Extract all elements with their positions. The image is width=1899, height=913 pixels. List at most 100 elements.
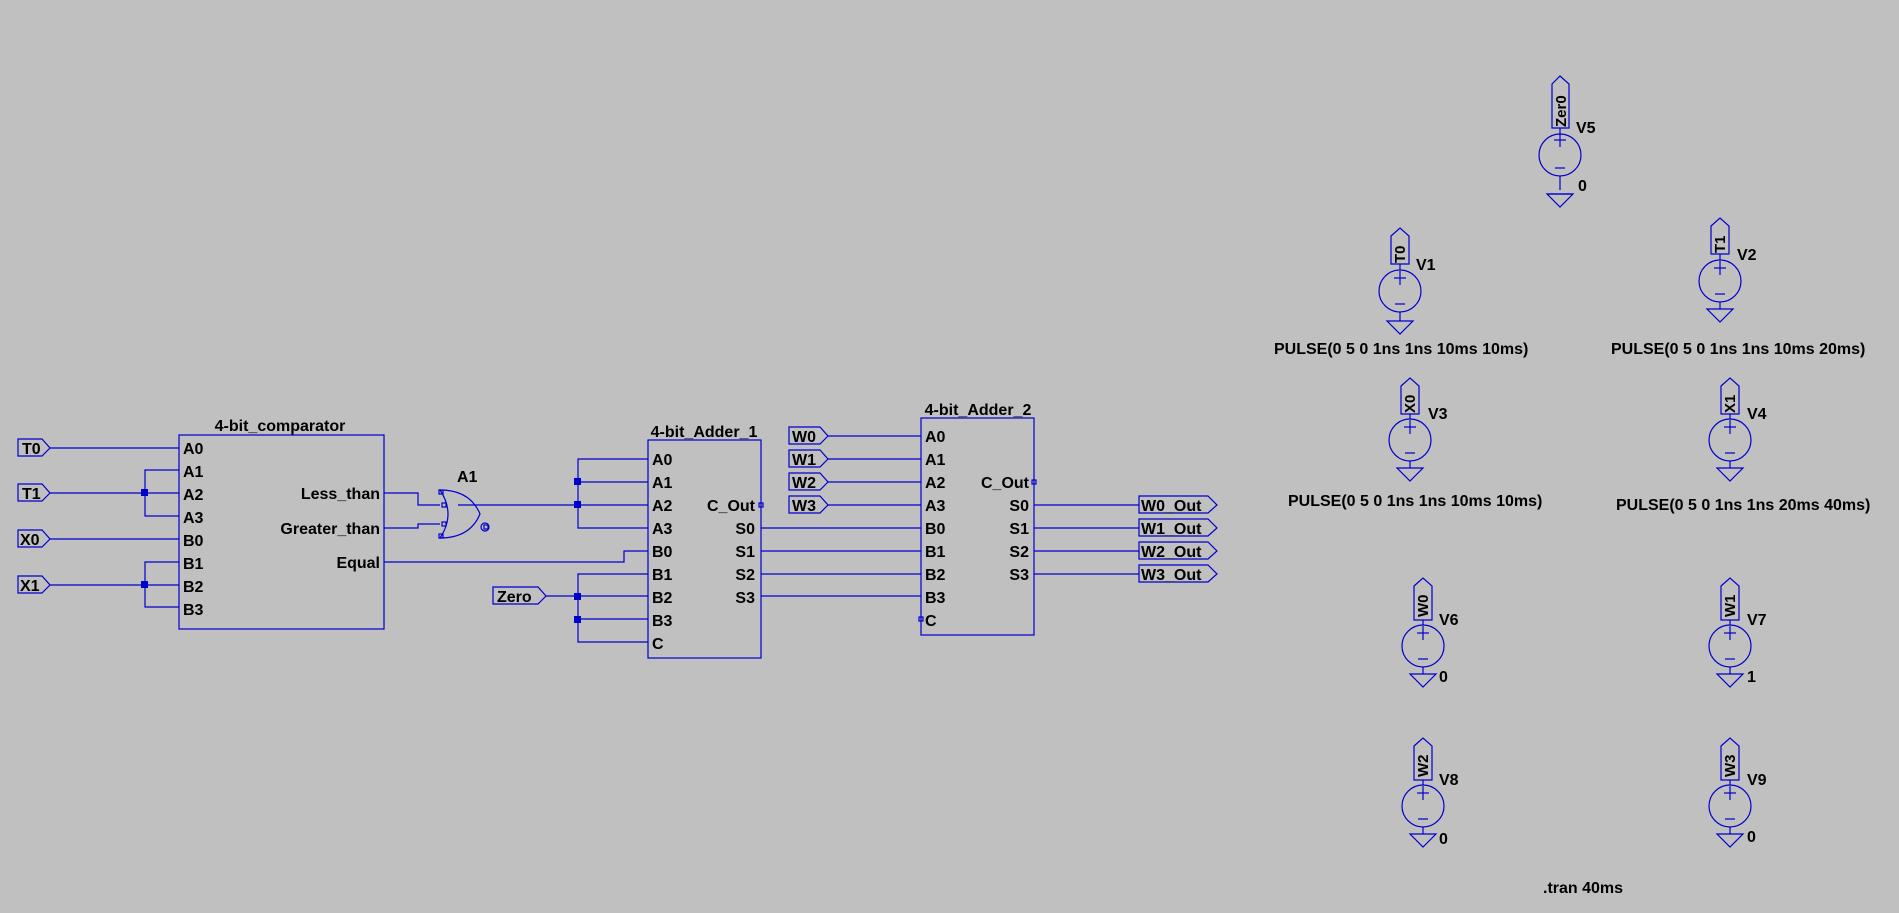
input-port-x1-label: X1 [20,578,40,595]
adder1-pin-s3: S3 [735,590,755,607]
v7-name: V7 [1747,612,1767,629]
comparator-pin-a2: A2 [183,487,204,504]
adder2-pin-c-out: C_Out [981,475,1030,492]
input-port-t0[interactable]: T0 [17,438,51,458]
w-port-w2[interactable]: W2 [788,472,829,492]
v5-value: 0 [1578,178,1587,195]
w-port-w1-label: W1 [792,452,816,469]
v6-name: V6 [1439,612,1459,629]
v5-ground-icon [1545,193,1575,208]
comparator-pin-a3: A3 [183,510,204,527]
out-port-w0-out[interactable]: W0_Out [1138,495,1218,515]
v8-ground-icon [1408,833,1438,848]
out-port-w3-out-label: W3_Out [1141,567,1202,584]
adder2-pin-s2: S2 [1009,544,1029,561]
adder1-pin-s0: S0 [735,521,755,538]
comparator-title: 4-bit_comparator [215,418,346,435]
v4-name: V4 [1747,406,1767,423]
w-port-w0-label: W0 [792,429,816,446]
adder1-body[interactable] [647,439,762,659]
zero-port-label: Zero [497,589,532,606]
zero-port[interactable]: Zero [492,586,547,606]
adder2-pin-a2: A2 [925,475,946,492]
adder1-pin-c: C [652,636,664,653]
voltage-source-v9[interactable]: W3 V9 0 [1708,737,1767,848]
comparator-pin-b3: B3 [183,602,204,619]
adder2-pin-s3: S3 [1009,567,1029,584]
v7-ground-icon [1715,673,1745,688]
comparator-body[interactable] [178,434,385,630]
voltage-source-v8[interactable]: W2 V8 0 [1401,737,1459,848]
out-port-w1-out[interactable]: W1_Out [1138,518,1218,538]
nor-gate-a1[interactable]: A1 [384,469,490,539]
v3-value: PULSE(0 5 0 1ns 1ns 10ms 10ms) [1288,493,1542,510]
w-port-w3[interactable]: W3 [788,495,829,515]
v4-net-label: X1 [1722,395,1739,413]
v9-ground-icon [1715,833,1745,848]
out-port-w3-out[interactable]: W3_Out [1138,564,1218,584]
v5-net-label: Zer0 [1553,95,1570,127]
adder2-pin-b1: B1 [925,544,946,561]
v4-value: PULSE(0 5 0 1ns 1ns 20ms 40ms) [1616,497,1870,514]
voltage-source-v3[interactable]: X0 V3 PULSE(0 5 0 1ns 1ns 10ms 10ms) [1288,377,1542,510]
v2-ground-icon [1705,308,1735,323]
v3-net-label: X0 [1402,395,1419,413]
input-port-x0[interactable]: X0 [17,529,51,549]
comparator-pin-a0: A0 [183,441,204,458]
v6-ground-icon [1408,673,1438,688]
voltage-source-v1[interactable]: T0 V1 PULSE(0 5 0 1ns 1ns 10ms 10ms) [1274,227,1528,358]
voltage-source-v5[interactable]: Zer0 V5 0 [1538,75,1596,208]
v9-net-label: W3 [1722,755,1739,778]
adder1-pin-b2: B2 [652,590,673,607]
adder1-pin-s1: S1 [735,544,755,561]
adder1-to-adder2-wires [761,435,921,597]
adder2-block[interactable]: 4-bit_Adder_2 A0 A1 A2 A3 B0 B1 B2 B3 C … [918,402,1037,636]
comparator-pin-b1: B1 [183,556,204,573]
v8-name: V8 [1439,772,1459,789]
v1-ground-icon [1385,320,1415,335]
v4-ground-icon [1715,467,1745,482]
comparator-block[interactable]: 4-bit_comparator A0 A1 A2 A3 B0 B1 B2 B3… [178,418,385,630]
comparator-pin-b0: B0 [183,533,204,550]
comparator-pin-less-than: Less_than [301,486,380,503]
adder1-block[interactable]: 4-bit_Adder_1 A0 A1 A2 A3 B0 B1 B2 B3 C … [647,424,764,659]
v7-net-label: W1 [1722,595,1739,618]
spice-directive[interactable]: .tran 40ms [1543,880,1623,897]
adder2-pin-s0: S0 [1009,498,1029,515]
voltage-source-v7[interactable]: W1 V7 1 [1708,577,1767,688]
adder2-pin-c: C [925,613,937,630]
voltage-source-v2[interactable]: T1 V2 PULSE(0 5 0 1ns 1ns 10ms 20ms) [1611,217,1865,358]
input-port-t1[interactable]: T1 [17,483,51,503]
adder2-body[interactable] [920,417,1035,636]
v9-name: V9 [1747,772,1767,789]
v2-value: PULSE(0 5 0 1ns 1ns 10ms 20ms) [1611,341,1865,358]
nor-gate-a1-label: A1 [457,469,478,486]
out-port-w2-out[interactable]: W2_Out [1138,541,1218,561]
w-port-w1[interactable]: W1 [788,449,829,469]
v2-net-label: T1 [1712,235,1729,253]
v2-name: V2 [1737,247,1757,264]
voltage-source-v4[interactable]: X1 V4 PULSE(0 5 0 1ns 1ns 20ms 40ms) [1616,377,1870,514]
input-port-x1[interactable]: X1 [17,575,51,595]
comparator-pin-equal: Equal [336,555,380,572]
adder2-pin-b0: B0 [925,521,946,538]
w-port-w3-label: W3 [792,498,816,515]
voltage-source-v6[interactable]: W0 V6 0 [1401,577,1459,688]
adder1-pin-a2: A2 [652,498,673,515]
adder1-pin-b3: B3 [652,613,673,630]
adder1-pin-s2: S2 [735,567,755,584]
w-port-w2-label: W2 [792,475,816,492]
adder2-pin-b2: B2 [925,567,946,584]
v7-value: 1 [1747,669,1756,686]
adder1-pin-a3: A3 [652,521,673,538]
v6-net-label: W0 [1415,595,1432,618]
input-port-t1-label: T1 [22,486,41,503]
out-port-w2-out-label: W2_Out [1141,544,1202,561]
adder1-pin-a0: A0 [652,452,673,469]
v1-net-label: T0 [1392,245,1409,263]
w-port-w0[interactable]: W0 [788,426,829,446]
v1-value: PULSE(0 5 0 1ns 1ns 10ms 10ms) [1274,341,1528,358]
adder1-pin-b0: B0 [652,544,673,561]
adder2-title: 4-bit_Adder_2 [925,402,1032,419]
